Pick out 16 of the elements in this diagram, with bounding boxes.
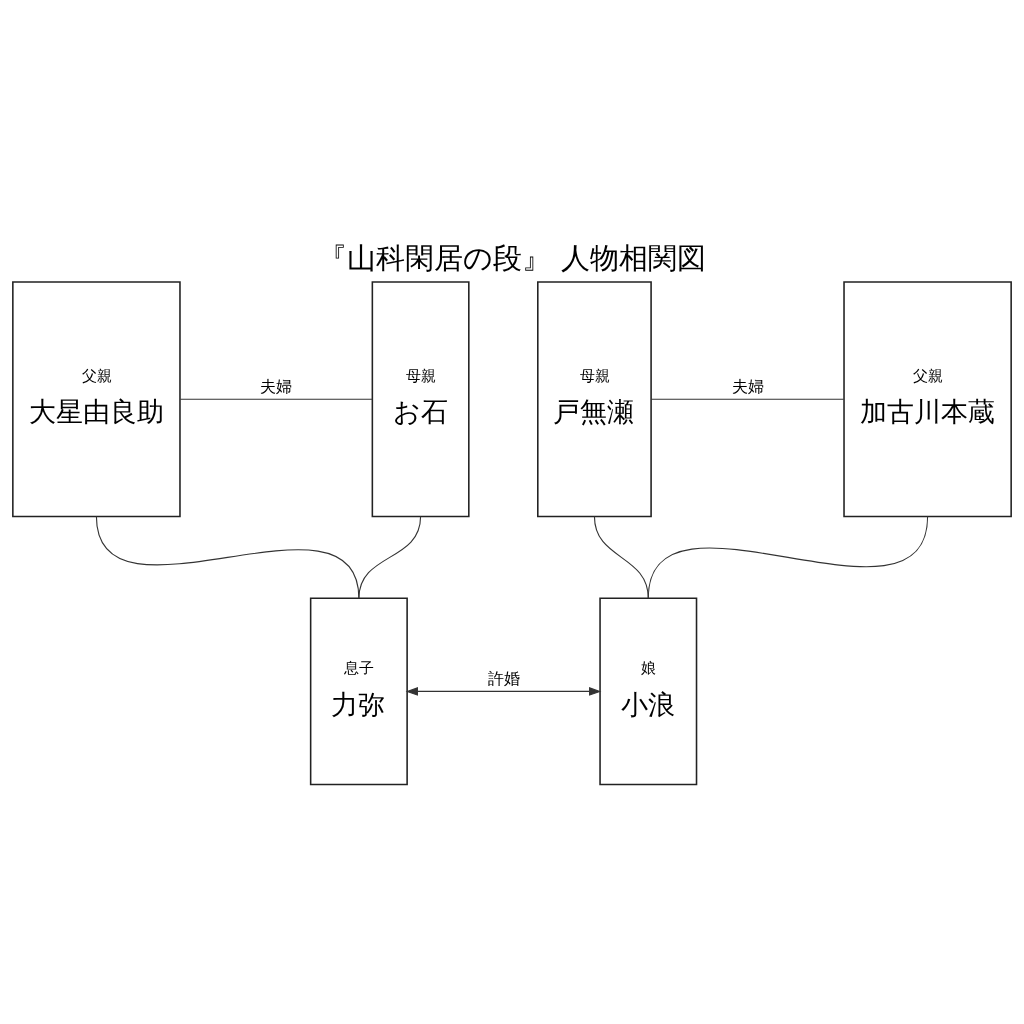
node-box: 父親 大星由良助 <box>12 280 181 517</box>
edge-label: 夫婦 <box>260 376 293 396</box>
node-box: 母親 お石 <box>371 280 470 517</box>
arrow <box>405 686 602 696</box>
connector <box>179 398 373 400</box>
connector <box>593 515 649 599</box>
connector <box>647 515 929 599</box>
edge-label: 許婚 <box>487 668 520 688</box>
connector <box>650 398 845 400</box>
node-box: 父親 加古川本蔵 <box>843 280 1012 517</box>
edge-label: 夫婦 <box>731 376 764 396</box>
node-box: 娘 小浪 <box>599 597 698 785</box>
node-box: 母親 戸無瀬 <box>537 280 652 517</box>
connector <box>358 515 422 599</box>
node-box: 息子 力弥 <box>309 597 408 785</box>
diagram-title: 『山科閑居の段』 人物相関図 <box>318 240 706 275</box>
